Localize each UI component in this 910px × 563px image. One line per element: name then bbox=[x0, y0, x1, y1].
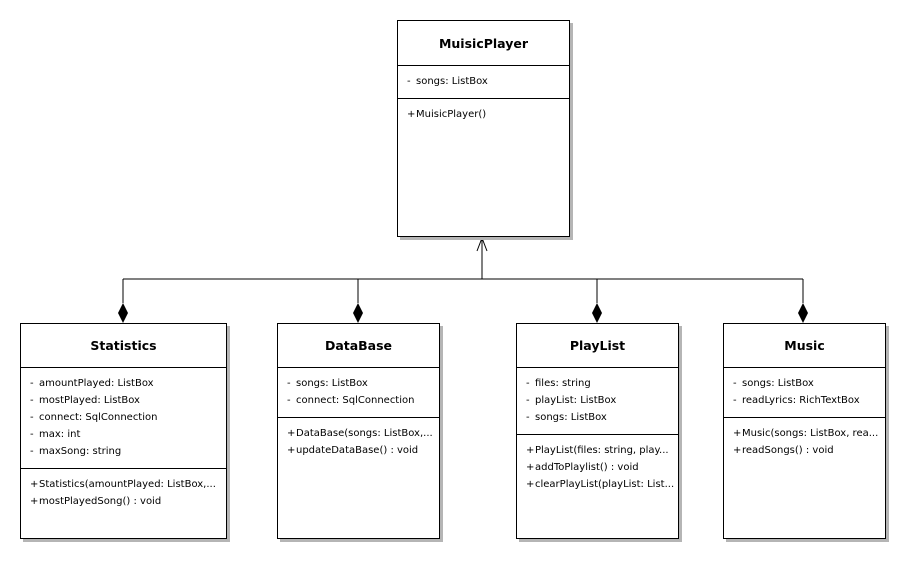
attribute: -readLyrics: RichTextBox bbox=[733, 395, 860, 406]
attribute: -amountPlayed: ListBox bbox=[30, 378, 154, 389]
operation: +clearPlayList(playList: List... bbox=[526, 479, 675, 490]
database-composition-diamond bbox=[353, 303, 363, 323]
operations-compartment: +Music(songs: ListBox, rea... +readSongs… bbox=[724, 418, 885, 459]
class-name: MuisicPlayer bbox=[398, 21, 569, 66]
class-name: Music bbox=[724, 324, 885, 368]
operation: +PlayList(files: string, play... bbox=[526, 445, 669, 456]
attributes-compartment: -songs: ListBox bbox=[398, 66, 569, 99]
operation: +updateDataBase() : void bbox=[287, 445, 419, 456]
class-statistics[interactable]: Statistics -amountPlayed: ListBox -mostP… bbox=[20, 323, 227, 539]
attributes-compartment: -files: string -playList: ListBox -songs… bbox=[517, 368, 678, 435]
operations-compartment: +Statistics(amountPlayed: ListBox,... +m… bbox=[21, 469, 226, 510]
operations-compartment: +PlayList(files: string, play... +addToP… bbox=[517, 435, 678, 493]
statistics-composition-diamond bbox=[118, 303, 128, 323]
attribute: -songs: ListBox bbox=[407, 76, 488, 87]
operation: +readSongs() : void bbox=[733, 445, 834, 456]
attribute: -songs: ListBox bbox=[526, 412, 607, 423]
attribute: -connect: SqlConnection bbox=[287, 395, 415, 406]
operation: +DataBase(songs: ListBox,... bbox=[287, 428, 433, 439]
operation: +Statistics(amountPlayed: ListBox,... bbox=[30, 479, 216, 490]
operations-compartment: +DataBase(songs: ListBox,... +updateData… bbox=[278, 418, 439, 459]
attribute: -songs: ListBox bbox=[733, 378, 814, 389]
class-music[interactable]: Music -songs: ListBox -readLyrics: RichT… bbox=[723, 323, 886, 539]
class-playlist[interactable]: PlayList -files: string -playList: ListB… bbox=[516, 323, 679, 539]
attribute: -max: int bbox=[30, 429, 81, 440]
attributes-compartment: -songs: ListBox -readLyrics: RichTextBox bbox=[724, 368, 885, 418]
class-name: DataBase bbox=[278, 324, 439, 368]
operation: +Music(songs: ListBox, rea... bbox=[733, 428, 879, 439]
class-name: PlayList bbox=[517, 324, 678, 368]
operation: +MuisicPlayer() bbox=[407, 109, 487, 120]
navigable-arrowhead bbox=[476, 236, 488, 252]
class-name: Statistics bbox=[21, 324, 226, 368]
attributes-compartment: -songs: ListBox -connect: SqlConnection bbox=[278, 368, 439, 418]
attributes-compartment: -amountPlayed: ListBox -mostPlayed: List… bbox=[21, 368, 226, 469]
attribute: -songs: ListBox bbox=[287, 378, 368, 389]
attribute: -mostPlayed: ListBox bbox=[30, 395, 140, 406]
operation: +addToPlaylist() : void bbox=[526, 462, 639, 473]
class-database[interactable]: DataBase -songs: ListBox -connect: SqlCo… bbox=[277, 323, 440, 539]
attribute: -connect: SqlConnection bbox=[30, 412, 158, 423]
attribute: -files: string bbox=[526, 378, 591, 389]
music-composition-diamond bbox=[798, 303, 808, 323]
operations-compartment: +MuisicPlayer() bbox=[398, 99, 569, 123]
attribute: -maxSong: string bbox=[30, 446, 122, 457]
attribute: -playList: ListBox bbox=[526, 395, 617, 406]
class-musicplayer[interactable]: MuisicPlayer -songs: ListBox +MuisicPlay… bbox=[397, 20, 570, 237]
playlist-composition-diamond bbox=[592, 303, 602, 323]
operation: +mostPlayedSong() : void bbox=[30, 496, 162, 507]
